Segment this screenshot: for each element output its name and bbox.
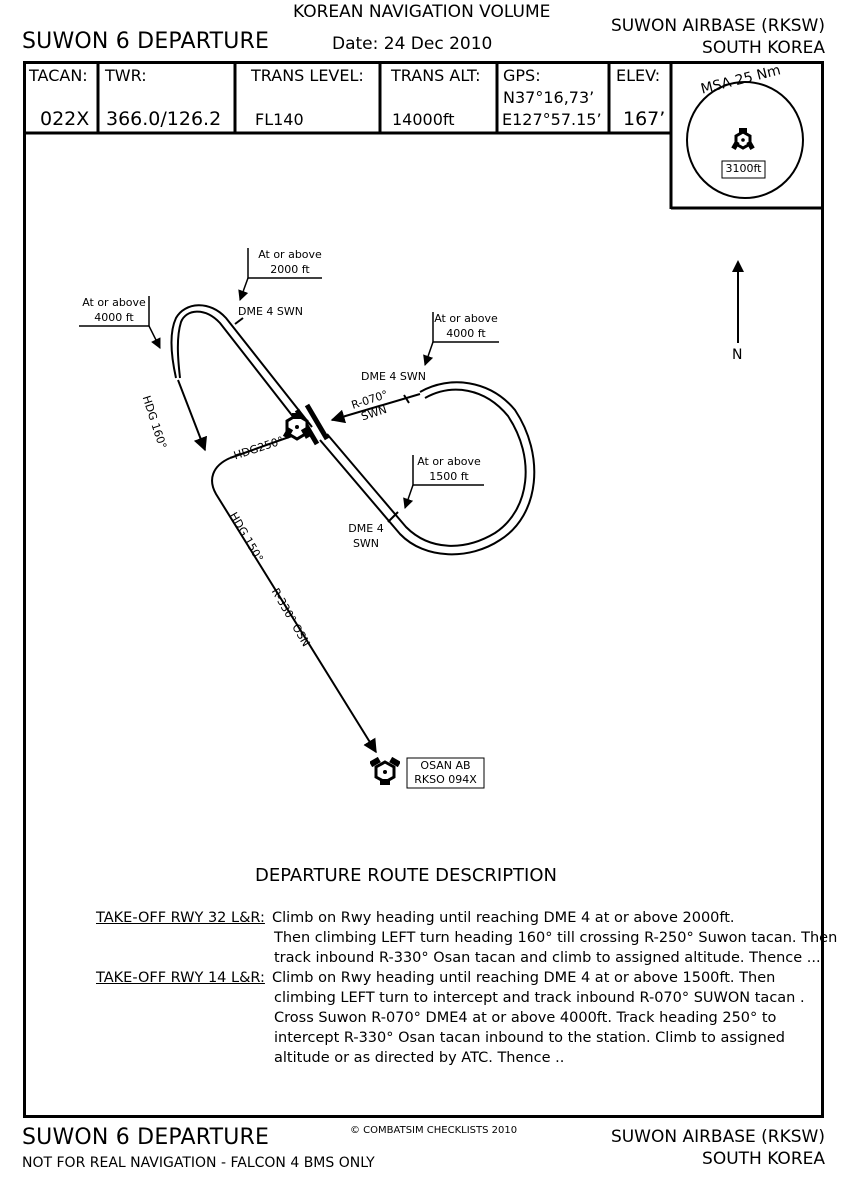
msa-circle — [686, 81, 804, 199]
hdg250-line — [229, 435, 293, 459]
elev-value: 167’ — [623, 108, 666, 130]
volume-title: KOREAN NAVIGATION VOLUME — [293, 2, 551, 22]
dme-nw-label: DME 4 SWN — [238, 305, 303, 318]
rwy14-line-2: climbing LEFT turn to intercept and trac… — [274, 990, 805, 1006]
osan-tacan-icon — [369, 756, 401, 789]
tacan-value: 022X — [40, 108, 90, 130]
rwy14-track — [319, 381, 536, 556]
osan-label-box — [406, 757, 485, 789]
r330-inbound-track — [211, 457, 377, 754]
twr-value: 366.0/126.2 — [106, 108, 222, 130]
north-label: N — [732, 347, 743, 363]
rwy14-line-1: Climb on Rwy heading until reaching DME … — [272, 970, 776, 986]
gps-lon: E127°57.15’ — [502, 110, 602, 129]
footer-copyright: © COMBATSIM CHECKLISTS 2010 — [350, 1125, 518, 1136]
twr-label: TWR: — [105, 66, 147, 85]
rwy14-line-5: altitude or as directed by ATC. Thence .… — [274, 1050, 565, 1066]
rwy32-line-3: track inbound R-330° Osan tacan and clim… — [274, 950, 821, 966]
rwy32-line-2: Then climbing LEFT turn heading 160° til… — [274, 930, 838, 946]
alt-callout-2000 — [238, 248, 322, 301]
trans-alt-label: TRANS ALT: — [391, 66, 481, 85]
footer-airbase: SUWON AIRBASE (RKSW) — [610, 1127, 825, 1147]
rwy14-label: TAKE-OFF RWY 14 L&R: — [96, 970, 265, 986]
airbase-name: SUWON AIRBASE (RKSW) — [610, 16, 825, 36]
footer-country: SOUTH KOREA — [702, 1149, 825, 1169]
rwy32-line-1: Climb on Rwy heading until reaching DME … — [272, 910, 735, 926]
dme-tick-ne — [403, 394, 410, 404]
chart-frame — [23, 61, 824, 1118]
dme-ne-label: DME 4 SWN — [361, 370, 426, 383]
rwy32-label: TAKE-OFF RWY 32 L&R: — [96, 910, 265, 926]
description-title: DEPARTURE ROUTE DESCRIPTION — [255, 865, 557, 886]
alt-callout-1500 — [403, 455, 484, 509]
footer-procedure: SUWON 6 DEPARTURE — [22, 1125, 270, 1150]
elev-label: ELEV: — [616, 66, 661, 85]
gps-label: GPS: — [503, 66, 541, 85]
north-arrow — [732, 260, 744, 343]
trans-level-label: TRANS LEVEL: — [251, 66, 364, 85]
dme-tick-nw — [234, 317, 244, 325]
trans-level-value: FL140 — [255, 110, 304, 129]
info-table — [23, 62, 824, 210]
dme-tick-s — [387, 511, 399, 523]
tacan-label: TACAN: — [29, 66, 88, 85]
alt-callout-4000-e — [423, 312, 499, 366]
rwy14-line-4: intercept R-330° Osan tacan inbound to t… — [274, 1030, 785, 1046]
hdg160-arrow — [177, 379, 207, 452]
footer-disclaimer: NOT FOR REAL NAVIGATION - FALCON 4 BMS O… — [22, 1155, 375, 1171]
rwy32-track — [170, 304, 313, 433]
alt-callout-4000-w — [79, 296, 161, 349]
suwon-tacan-icon — [282, 413, 312, 445]
procedure-title: SUWON 6 DEPARTURE — [22, 29, 270, 54]
msa-altitude: 3100ft — [725, 162, 762, 175]
chart-date: Date: 24 Dec 2010 — [332, 34, 493, 54]
rwy14-line-3: Cross Suwon R-070° DME4 at or above 4000… — [274, 1010, 777, 1026]
airbase-country: SOUTH KOREA — [702, 38, 825, 58]
msa-tacan-icon — [731, 128, 755, 156]
gps-lat: N37°16,73’ — [503, 88, 595, 107]
trans-alt-value: 14000ft — [392, 110, 455, 129]
